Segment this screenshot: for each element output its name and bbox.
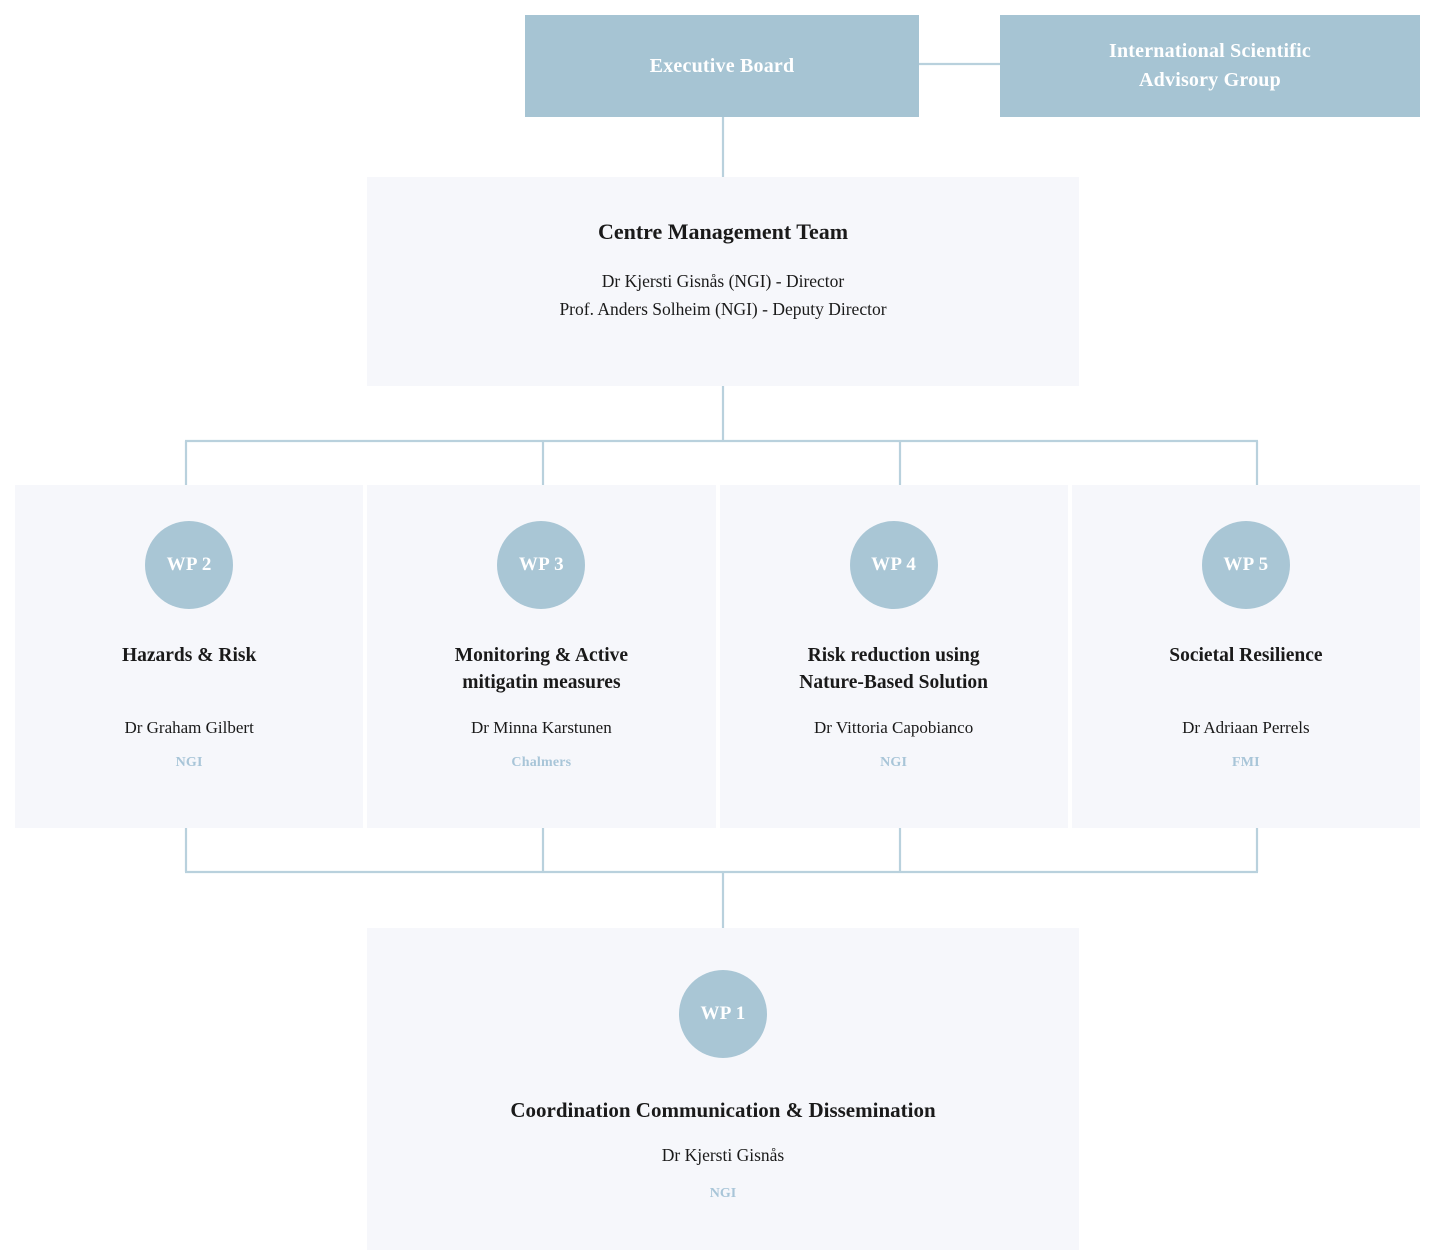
work-package-organisation: FMI <box>1231 755 1260 770</box>
work-package-organisation: NGI <box>709 1186 737 1201</box>
work-package-title-line1: Hazards & Risk <box>121 645 257 666</box>
work-package-card-wp4[interactable]: WP 4 Risk reduction using Nature-Based S… <box>719 485 1068 828</box>
advisory-group-label-line2: Advisory Group <box>1139 69 1281 91</box>
wp-badge-label: WP 3 <box>518 554 564 575</box>
wp-badge-icon: WP 3 <box>497 521 586 609</box>
work-package-title: Risk reduction using Nature-Based Soluti… <box>720 643 1068 696</box>
work-package-organisation: NGI <box>175 755 203 770</box>
centre-management-team-title: Centre Management Team <box>597 219 849 244</box>
work-package-title: Hazards & Risk <box>15 643 363 696</box>
work-package-lead: Dr Kjersti Gisnås <box>661 1145 785 1165</box>
work-package-organisation: Chalmers <box>511 755 572 771</box>
wp-badge-label: WP 5 <box>1223 554 1269 575</box>
work-package-lead: Dr Adriaan Perrels <box>1182 718 1310 737</box>
advisory-group-label: International Scientific Advisory Group <box>1109 37 1311 95</box>
work-package-title: Coordination Communication & Disseminati… <box>510 1098 936 1122</box>
wp-badge-icon: WP 1 <box>679 970 767 1058</box>
work-package-title-line1: Monitoring & Active <box>454 645 629 666</box>
wp-badge-icon: WP 4 <box>849 521 938 609</box>
work-package-title: Societal Resilience <box>1072 643 1420 696</box>
work-package-lead: Dr Graham Gilbert <box>124 718 254 737</box>
work-package-title-line1: Risk reduction using <box>807 645 980 666</box>
work-package-title-line2: mitigatin measures <box>462 671 621 693</box>
centre-management-member: Prof. Anders Solheim (NGI) - Deputy Dire… <box>559 299 887 320</box>
work-package-card-wp3[interactable]: WP 3 Monitoring & Active mitigatin measu… <box>367 485 716 828</box>
work-package-title-line2: Nature-Based Solution <box>799 671 988 693</box>
work-package-card-wp5[interactable]: WP 5 Societal Resilience Dr Adriaan Perr… <box>1071 485 1420 828</box>
wp-badge-icon: WP 2 <box>145 521 234 609</box>
wp-badge-icon: WP 5 <box>1201 521 1290 609</box>
work-package-lead: Dr Minna Karstunen <box>471 718 612 738</box>
executive-board-box[interactable]: Executive Board <box>525 15 919 117</box>
work-package-lead: Dr Vittoria Capobianco <box>814 718 974 738</box>
centre-management-member: Dr Kjersti Gisnås (NGI) - Director <box>601 271 845 291</box>
advisory-group-label-line1: International Scientific <box>1108 40 1311 62</box>
work-package-card-wp2[interactable]: WP 2 Hazards & Risk Dr Graham Gilbert NG… <box>15 485 364 828</box>
work-package-title-line1: Societal Resilience <box>1169 645 1323 666</box>
wp-badge-label: WP 1 <box>700 1003 746 1024</box>
work-package-title: Monitoring & Active mitigatin measures <box>367 643 715 696</box>
executive-board-label: Executive Board <box>649 54 795 77</box>
work-package-organisation: NGI <box>880 755 908 771</box>
centre-management-team-box[interactable]: Centre Management Team Dr Kjersti Gisnås… <box>367 177 1079 386</box>
work-package-card-wp1[interactable]: WP 1 Coordination Communication & Dissem… <box>367 928 1079 1250</box>
wp-badge-label: WP 2 <box>166 554 212 575</box>
advisory-group-box[interactable]: International Scientific Advisory Group <box>1000 15 1420 117</box>
wp-badge-label: WP 4 <box>871 554 917 575</box>
work-package-row: WP 2 Hazards & Risk Dr Graham Gilbert NG… <box>15 485 1420 828</box>
